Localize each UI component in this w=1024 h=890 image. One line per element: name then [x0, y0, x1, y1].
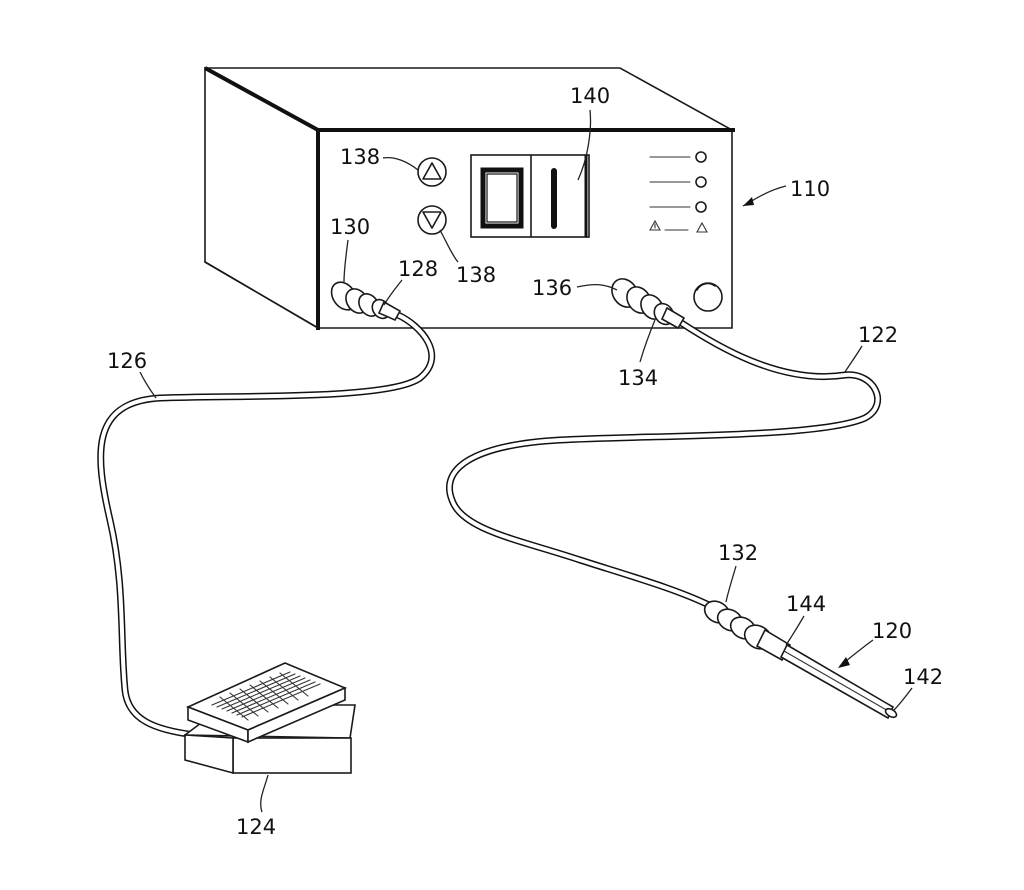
handpiece-cable: [446, 318, 881, 612]
label-120: 120: [872, 619, 912, 643]
label-144: 144: [786, 592, 826, 616]
label-126: 126: [107, 349, 147, 373]
label-110: 110: [790, 177, 830, 201]
footswitch[interactable]: [182, 662, 356, 775]
indicator-lamps: [649, 151, 708, 233]
display-panel: [470, 154, 590, 238]
label-140: 140: [570, 84, 610, 108]
power-knob[interactable]: [693, 282, 723, 312]
up-button[interactable]: [417, 157, 447, 187]
label-124: 124: [236, 815, 276, 839]
footswitch-cable: [97, 311, 436, 739]
footswitch-plug[interactable]: [326, 277, 402, 322]
generator-console: [204, 66, 736, 330]
down-button[interactable]: [417, 205, 447, 235]
label-128: 128: [398, 257, 438, 281]
label-142: 142: [903, 665, 943, 689]
reference-labels: 110 140 138 138 130 128 136 134 122 126 …: [107, 84, 943, 839]
label-134: 134: [618, 366, 658, 390]
label-136: 136: [532, 276, 572, 300]
label-122: 122: [858, 323, 898, 347]
label-132: 132: [718, 541, 758, 565]
handpiece: [703, 600, 898, 720]
label-138-up: 138: [340, 145, 380, 169]
handpiece-plug[interactable]: [607, 274, 686, 330]
label-138-down: 138: [456, 263, 496, 287]
label-130: 130: [330, 215, 370, 239]
